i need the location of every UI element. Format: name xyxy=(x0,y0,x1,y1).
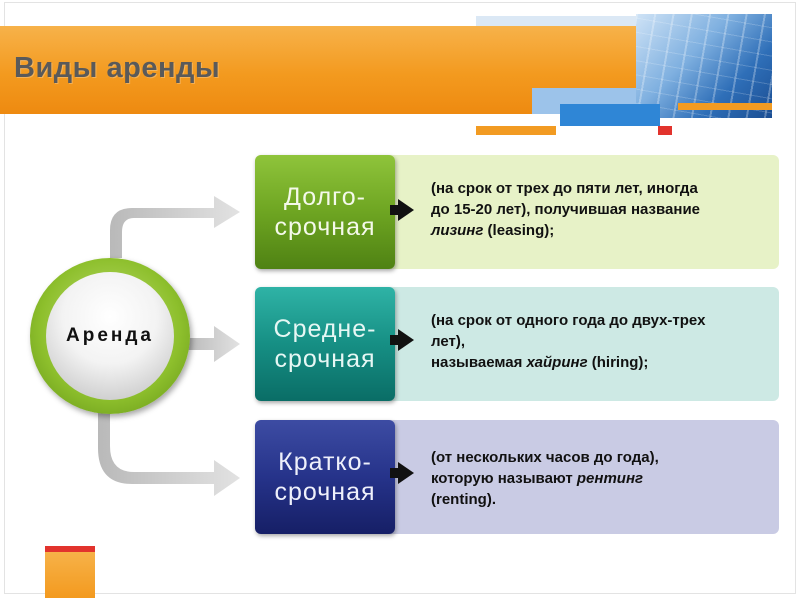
arrow-right-icon xyxy=(390,329,414,351)
label-line: срочная xyxy=(274,478,376,506)
arrow-right-icon xyxy=(390,199,414,221)
header-band xyxy=(0,26,636,114)
description-medium-term: (на срок от одного года до двух-трех лет… xyxy=(431,310,767,373)
header-decor-block xyxy=(560,104,660,126)
description-line: (на срок от одного года до двух-трех xyxy=(431,312,706,329)
connector-branch xyxy=(98,412,240,496)
description-short-term: (от нескольких часов до года), которую н… xyxy=(431,447,767,510)
header-decor-strip xyxy=(678,103,772,110)
label-line: Долго- xyxy=(284,183,366,211)
slide-title: Виды аренды xyxy=(14,52,221,84)
center-node: Аренда xyxy=(30,258,190,414)
description-line: называемая хайринг (hiring); xyxy=(431,352,767,373)
label-line: Кратко- xyxy=(278,448,372,476)
connector-trunk xyxy=(110,196,240,258)
label-long-term: Долго- срочная xyxy=(255,155,395,269)
term-name: лизинг xyxy=(431,222,484,239)
description-line: (от нескольких часов до года), xyxy=(431,449,659,466)
description-line: лизинг (leasing); xyxy=(431,220,767,241)
header-decor-strip xyxy=(476,16,636,26)
term-name: хайринг xyxy=(526,354,588,371)
description-prefix: называемая xyxy=(431,354,527,371)
description-line: (renting). xyxy=(431,491,496,508)
term-name: рентинг xyxy=(576,470,644,487)
label-medium-term: Средне- срочная xyxy=(255,287,395,401)
description-line: (на срок от трех до пяти лет, иногда xyxy=(431,180,698,197)
description-line: которую называют рентинг xyxy=(431,468,767,489)
description-line: до 15-20 лет), получившая название xyxy=(431,201,701,218)
term-english: (leasing); xyxy=(483,222,555,239)
header-building-image xyxy=(636,14,772,118)
header-decor-square xyxy=(658,126,672,135)
connector-branch xyxy=(186,326,240,362)
center-node-inner: Аренда xyxy=(46,272,174,400)
term-english: (hiring); xyxy=(587,354,649,371)
header-decor-strip xyxy=(476,126,556,135)
label-line: Средне- xyxy=(273,315,377,343)
label-line: срочная xyxy=(274,345,376,373)
footer-decor-block xyxy=(45,546,95,598)
arrow-right-icon xyxy=(390,462,414,484)
center-label: Аренда xyxy=(66,325,154,346)
description-long-term: (на срок от трех до пяти лет, иногда до … xyxy=(431,178,767,241)
label-line: срочная xyxy=(274,213,376,241)
description-prefix: которую называют xyxy=(431,470,577,487)
description-line: лет), xyxy=(431,333,465,350)
label-short-term: Кратко- срочная xyxy=(255,420,395,534)
